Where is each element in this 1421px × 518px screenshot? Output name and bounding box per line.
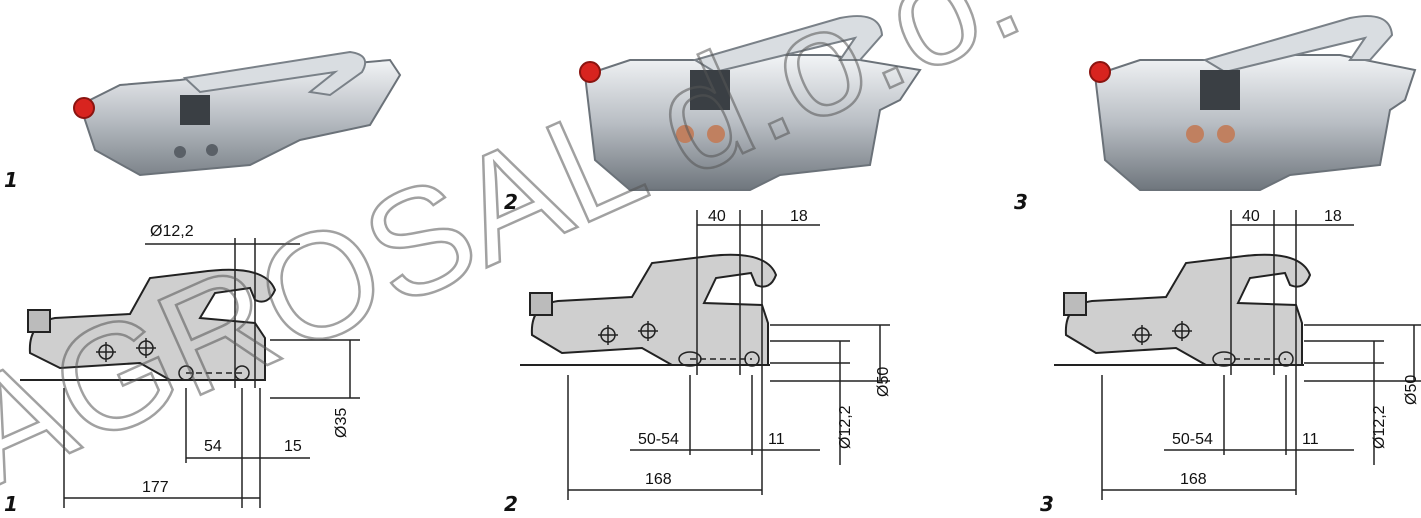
dim-right-diameter: Ø35 [333, 408, 350, 438]
panel-number-bottom: 3 [1040, 492, 1054, 516]
coupling-drawing-1: Ø12,2 Ø35 54 15 177 [20, 223, 360, 508]
coupling-photo-3 [1089, 15, 1417, 191]
panel-number-bottom: 1 [4, 492, 18, 516]
coupling-photo-2 [579, 15, 922, 191]
dim-top-b: 18 [1324, 208, 1342, 225]
dim-hole-spacing: 50-54 [638, 431, 679, 448]
panel-number-top: 3 [1014, 190, 1028, 214]
dim-top-b: 18 [790, 208, 808, 225]
dim-top-diameter: Ø12,2 [150, 223, 194, 240]
dim-end-gap: 11 [768, 431, 785, 448]
dim-total-length: 177 [142, 479, 169, 496]
panel-number-top: 1 [4, 168, 18, 192]
dim-right-diameter: Ø50 [1403, 375, 1420, 405]
panel-number-top: 2 [504, 190, 518, 214]
coupling-panel-3: 3 40 18 Ø5 [1010, 0, 1421, 518]
dim-top-a: 40 [708, 208, 726, 225]
dim-hole-spacing: 54 [204, 438, 222, 455]
coupling-drawing-3: 40 18 Ø50 Ø12,2 50-54 11 168 [1054, 208, 1421, 500]
coupling-drawing-2: 40 18 Ø50 Ø12,2 50-54 11 168 [520, 208, 892, 500]
dim-hole-spacing: 50-54 [1172, 431, 1213, 448]
dim-total-length: 168 [1180, 471, 1207, 488]
dim-mid-diameter: Ø12,2 [837, 405, 854, 449]
coupling-panel-1: 1 Ø12,2 Ø35 54 15 177 [0, 0, 440, 518]
dim-total-length: 168 [645, 471, 672, 488]
coupling-panel-2: 2 40 18 Ø5 [500, 0, 940, 518]
dim-end-gap: 11 [1302, 431, 1319, 448]
dim-mid-diameter: Ø12,2 [1371, 405, 1388, 449]
dim-right-diameter: Ø50 [875, 367, 892, 397]
coupling-photo-1 [73, 50, 402, 177]
dim-end-gap: 15 [284, 438, 302, 455]
panel-number-bottom: 2 [504, 492, 518, 516]
dim-top-a: 40 [1242, 208, 1260, 225]
